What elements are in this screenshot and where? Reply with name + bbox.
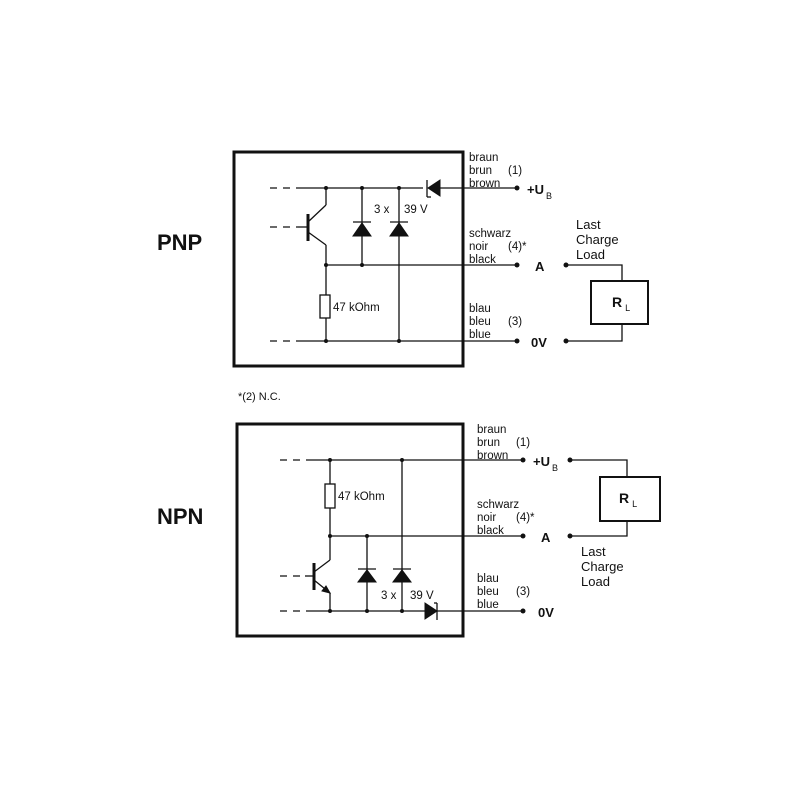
npn-wire-3-label: blau bleu blue (3) [477,573,530,611]
npn-transistor-icon [280,536,332,611]
svg-text:blau: blau [469,303,491,315]
npn-zener-count: 3 x [381,590,397,602]
npn-resistor-label: 47 kOhm [338,491,385,503]
pnp-wire-3-label: blau bleu blue (3) [469,303,522,341]
pnp-wire-4-label: schwarz noir black (4)* [469,228,527,266]
svg-text:noir: noir [477,512,496,524]
npn-protection-diode-icon [424,602,438,620]
svg-text:noir: noir [469,241,488,253]
npn-terminal-ub [520,457,526,463]
pnp-terminal-ub [514,185,520,191]
svg-text:blue: blue [469,329,491,341]
svg-text:black: black [469,254,496,266]
svg-text:(4)*: (4)* [508,241,527,253]
svg-text:Load: Load [581,574,610,589]
pnp-transistor-icon [270,188,327,295]
svg-text:brown: brown [469,178,500,190]
svg-text:(3): (3) [516,586,530,598]
npn-zener-diode-icon [357,536,377,611]
pnp-zener-count: 3 x [374,204,390,216]
pnp-resistor-label: 47 kOhm [333,302,380,314]
npn-sensor-housing [235,422,465,638]
pnp-zener-diode-icon [352,188,372,265]
svg-text:schwarz: schwarz [469,228,511,240]
svg-text:braun: braun [477,424,506,436]
svg-text:(3): (3) [508,316,522,328]
npn-load-resistor [599,476,661,522]
svg-text:Last: Last [581,544,606,559]
svg-text:brun: brun [477,437,500,449]
svg-text:(1): (1) [508,165,522,177]
svg-text:schwarz: schwarz [477,499,519,511]
npn-title: NPN [157,504,203,529]
pnp-zener-voltage: 39 V [404,204,428,216]
svg-text:Charge: Charge [581,559,624,574]
svg-text:blue: blue [477,599,499,611]
svg-text:brown: brown [477,450,508,462]
npn-wire-1-label: braun brun brown (1) [477,424,530,462]
svg-text:bleu: bleu [469,316,491,328]
pnp-diagram: PNP 47 kOhm [157,150,649,368]
pnp-terminal-0v [514,338,520,344]
pnp-load-label: Last Charge Load [576,217,619,262]
pnp-wire-1-label: braun brun brown (1) [469,152,522,190]
npn-diagram: NPN 47 kOhm [157,422,661,638]
npn-load-label: Last Charge Load [581,544,624,589]
svg-text:(4)*: (4)* [516,512,535,524]
npn-zener-diode-icon [392,460,412,611]
pnp-sensor-housing [232,150,465,368]
pnp-terminal-a [514,262,520,268]
npn-wire-4-label: schwarz noir black (4)* [477,499,535,537]
svg-text:Load: Load [576,247,605,262]
svg-text:braun: braun [469,152,498,164]
svg-text:Charge: Charge [576,232,619,247]
pnp-zener-diode-icon [389,188,409,341]
pnp-title: PNP [157,230,202,255]
pnp-terminal-a-label: A [535,259,545,274]
pnp-resistor-icon [319,294,331,341]
npn-zener-voltage: 39 V [410,590,434,602]
pnp-terminal-0v-label: 0V [531,335,547,350]
npn-terminal-a-label: A [541,530,551,545]
svg-text:Last: Last [576,217,601,232]
svg-text:bleu: bleu [477,586,499,598]
pnp-load-resistor [590,280,649,325]
npn-terminal-a [520,533,526,539]
svg-text:brun: brun [469,165,492,177]
pnp-protection-diode-icon [426,179,441,198]
npn-resistor-icon [324,460,336,536]
svg-text:black: black [477,525,504,537]
npn-terminal-0v-label: 0V [538,605,554,620]
svg-text:blau: blau [477,573,499,585]
svg-text:(1): (1) [516,437,530,449]
footnote: *(2) N.C. [238,391,281,403]
npn-terminal-0v [520,608,526,614]
